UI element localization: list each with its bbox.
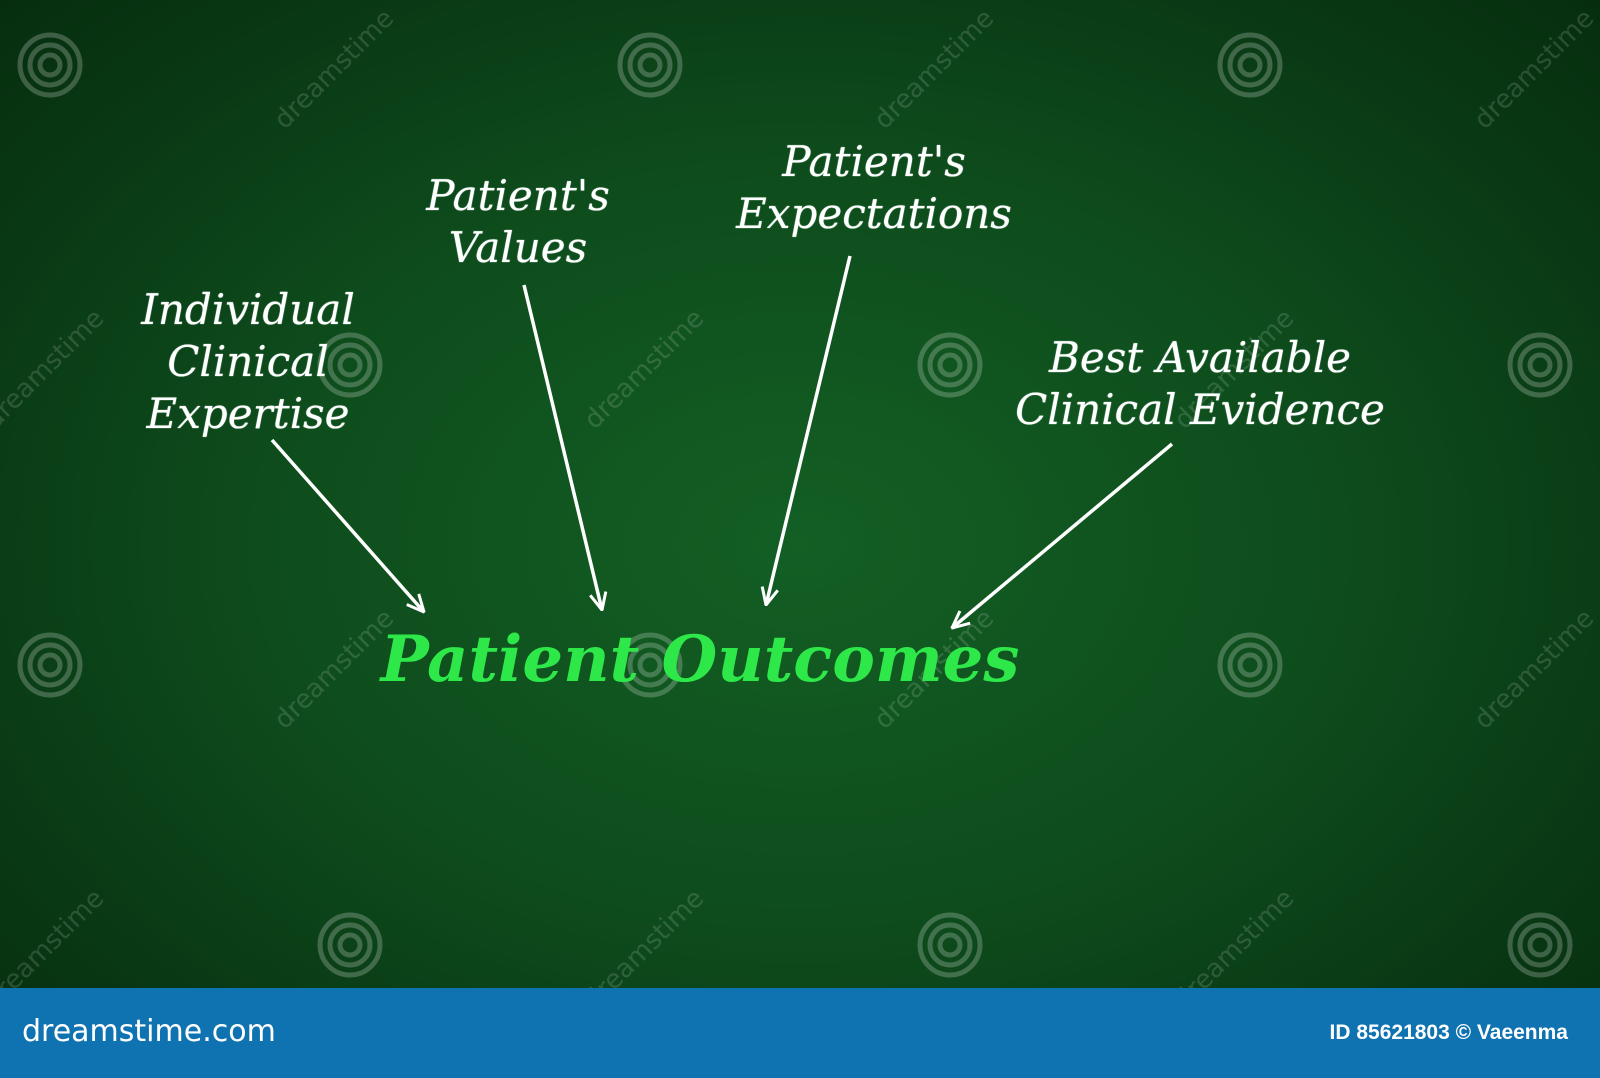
label-individual-clinical-expertise: Individual Clinical Expertise <box>98 284 398 440</box>
arrow-expertise <box>270 438 424 612</box>
watermark-spiral-icon <box>917 332 983 398</box>
label-line: Expertise <box>146 389 350 438</box>
footer-bar: dreamstime.com ID 85621803 © Vaeenma <box>0 988 1600 1078</box>
label-best-available-clinical-evidence: Best Available Clinical Evidence <box>960 332 1440 436</box>
label-line: Patient's <box>426 171 610 220</box>
footer-credit: ID 85621803 © Vaeenma <box>1329 1021 1568 1044</box>
label-patients-values: Patient's Values <box>388 170 648 274</box>
label-line: Patient's <box>782 137 966 186</box>
arrow-values <box>522 284 602 610</box>
watermark-spiral-icon <box>17 32 83 98</box>
arrow-evidence <box>952 442 1174 628</box>
watermark-spiral-icon <box>1217 32 1283 98</box>
footer-logo: dreamstime.com <box>22 1014 276 1049</box>
target-patient-outcomes: Patient Outcomes <box>380 622 1020 697</box>
label-line: Individual <box>141 285 355 334</box>
label-line: Values <box>448 223 588 272</box>
label-line: Clinical <box>167 337 329 386</box>
watermark-spiral-icon <box>1217 632 1283 698</box>
chalkboard-background <box>0 0 1600 988</box>
label-line: Clinical Evidence <box>1015 385 1385 434</box>
watermark-spiral-icon <box>917 912 983 978</box>
watermark-spiral-icon <box>1507 332 1573 398</box>
label-line: Expectations <box>736 189 1012 238</box>
watermark-spiral-icon <box>317 332 383 398</box>
watermark-spiral-icon <box>317 912 383 978</box>
label-line: Best Available <box>1049 333 1351 382</box>
label-patients-expectations: Patient's Expectations <box>704 136 1044 240</box>
watermark-spiral-icon <box>17 632 83 698</box>
arrow-expectations <box>766 255 852 605</box>
watermark-spiral-icon <box>617 32 683 98</box>
arrow-layer <box>270 255 1174 988</box>
watermark-spiral-icon <box>1507 912 1573 978</box>
watermark-spiral-icon <box>617 632 683 698</box>
